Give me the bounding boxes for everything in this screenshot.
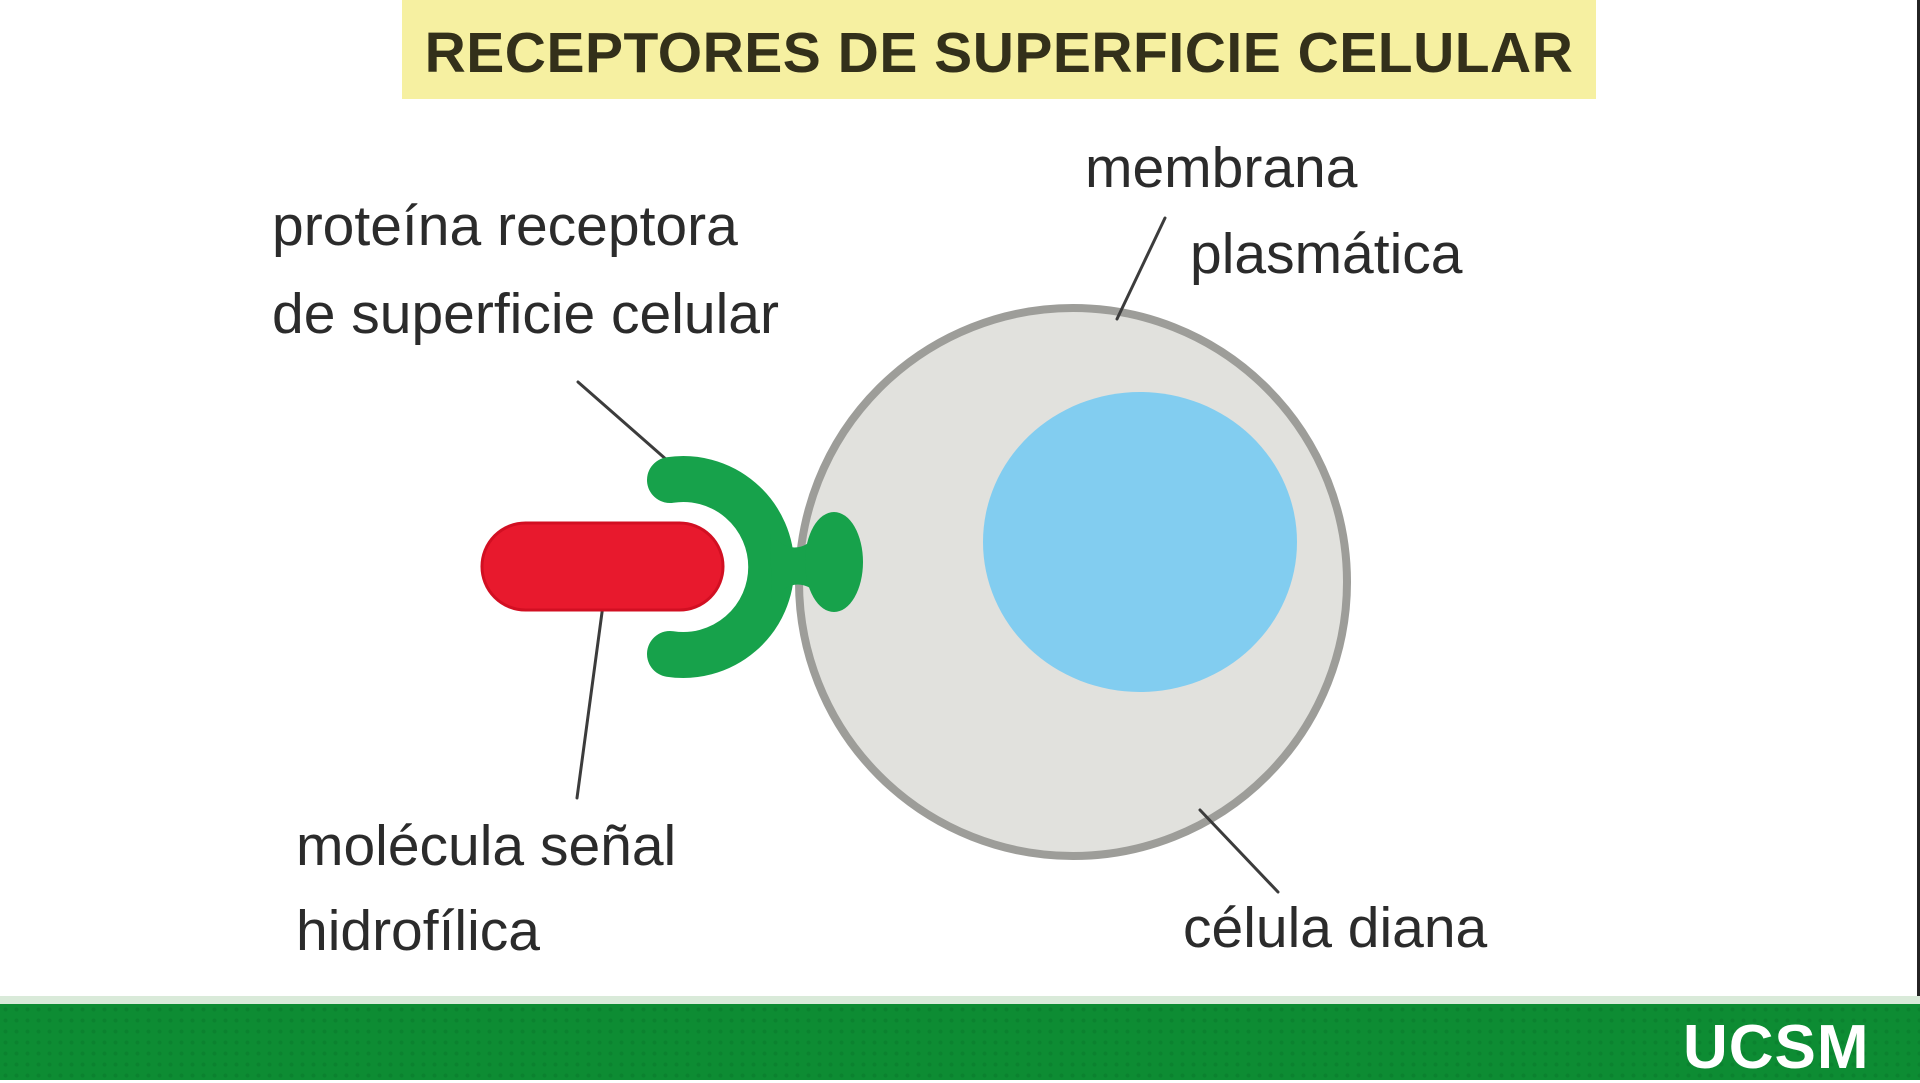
pointer-line-plasma-membrane (1115, 216, 1167, 321)
nucleus-shape (983, 392, 1297, 692)
pointer-line-receptor-protein (576, 380, 670, 463)
footer-band (0, 996, 1920, 1080)
slide-title: RECEPTORES DE SUPERFICIE CELULAR (424, 20, 1574, 85)
label-plasma-membrane-line1: membrana (1085, 136, 1358, 200)
label-signal-molecule-line2: hidrofílica (296, 899, 540, 963)
signal-molecule-shape (480, 521, 725, 612)
receptor-protein-inner-domain-shape (805, 512, 863, 612)
pointer-line-target-cell (1198, 808, 1280, 894)
right-edge-rule (1917, 0, 1920, 1004)
title-banner: RECEPTORES DE SUPERFICIE CELULAR (402, 0, 1596, 99)
label-receptor-protein-line2: de superficie celular (272, 282, 779, 346)
pointer-line-signal-molecule (575, 603, 605, 800)
label-signal-molecule-line1: molécula señal (296, 814, 677, 878)
ucsm-logo: UCSM (1683, 1013, 1870, 1082)
label-receptor-protein-line1: proteína receptora (272, 194, 738, 258)
label-plasma-membrane-line2: plasmática (1190, 222, 1463, 286)
label-target-cell: célula diana (1183, 896, 1488, 960)
